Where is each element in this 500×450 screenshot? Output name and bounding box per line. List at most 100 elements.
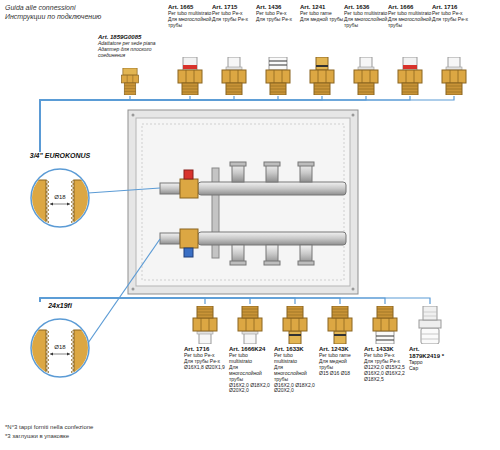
item-description: Cap: [409, 366, 451, 372]
return-manifold: [160, 233, 180, 244]
pipe-connector: [40, 96, 234, 152]
manifold-box: [136, 118, 350, 286]
fitting-illustration: [266, 57, 290, 95]
supply-manifold: [160, 183, 180, 194]
fitting-item: Art. 1665Per tubo multistratoДля многосл…: [168, 4, 212, 96]
thread-section: [30, 180, 90, 226]
return-manifold: [232, 245, 244, 263]
item-description: Адаптер для плоского соединения: [98, 47, 162, 59]
fitting-illustration: [328, 306, 352, 344]
item-description: Для многослойной трубы: [388, 17, 432, 29]
fitting-illustration: [419, 306, 441, 344]
supply-manifold: [230, 162, 246, 166]
return-manifold: [198, 232, 346, 245]
article-code: Art. 1243K: [319, 346, 361, 353]
thread-teeth: [71, 180, 74, 226]
leader-line: [88, 188, 160, 343]
fitting-illustration: [283, 306, 307, 344]
fitting-illustration: [283, 306, 307, 344]
item-description: Per tubo multistrato: [229, 353, 271, 365]
fitting-illustration: [310, 57, 334, 95]
pipe-connector: [40, 96, 410, 152]
supply-manifold: [184, 170, 193, 179]
fitting-item: Art. 1433KPer tubo Pe-xДля трубы Pe-xØ12…: [364, 304, 406, 448]
pipe-connector: [40, 96, 454, 152]
manifold-box: [132, 114, 135, 117]
item-description: Ø12X2,0 Ø15X2,5 Ø16X2,0 Ø16X2,2 Ø18X2,5: [364, 365, 406, 383]
pipe-connector: [40, 298, 340, 304]
thread-teeth: [46, 180, 49, 226]
return-manifold: [230, 261, 246, 265]
fitting-item: Art. 1879K2419 *TappoCap: [409, 304, 451, 448]
thread-teeth: [46, 330, 49, 376]
manifold-box: [352, 288, 355, 291]
article-code: Art. 1716: [432, 4, 476, 11]
item-description: Ø15 Ø16 Ø18: [319, 371, 361, 377]
item-description: Ø16X2,0 Ø18X2,0 Ø20X2,0: [274, 383, 316, 395]
manifold-box: [128, 110, 358, 294]
return-manifold: [300, 245, 312, 263]
dimension-text: Ø18: [22, 344, 98, 351]
callout-circle: [22, 302, 98, 382]
item-description: Для многослойной трубы: [274, 365, 316, 383]
article-code: Art. 1859G0085: [98, 34, 162, 41]
leader-line: [88, 188, 160, 193]
manifold-box: [132, 288, 135, 291]
item-description: Ø16X1,8 Ø20X1,9: [184, 365, 226, 371]
fitting-illustration: [222, 57, 246, 95]
fitting-item: Art. 1716Per tubo Pe-xДля трубы Pe-x: [432, 4, 476, 96]
item-description: Per tubo multistrato: [274, 353, 316, 365]
fitting-item: Art. 1716Per tubo Pe-xДля трубы Pe-xØ16X…: [184, 304, 226, 448]
dimension-line: [50, 204, 70, 205]
subtitle-text: Инструкции по подключению: [5, 13, 101, 21]
connection-type: 24x19fi: [22, 302, 98, 310]
return-manifold: [264, 261, 280, 265]
item-description: Для медной трубы: [319, 359, 361, 371]
thread-teeth: [71, 330, 74, 376]
footnote-text: *N°3 tappi forniti nella confezione: [5, 424, 93, 431]
pipe-connector: [40, 96, 130, 152]
fitting-illustration: [238, 306, 262, 344]
fitting-illustration: [193, 306, 217, 344]
fitting-illustration: [373, 306, 397, 344]
pipe-connector: [40, 298, 430, 304]
diagram-title: Guida alle connessioni: [5, 4, 75, 12]
article-code: Art. 1241: [300, 4, 344, 11]
dimension-arrow: [50, 353, 70, 356]
item-description: Для многослойной трубы: [229, 365, 271, 383]
item-description: Для трубы Pe-x: [212, 17, 256, 23]
adapter-item: Art. 1859G0085Adattatore per sede pianaА…: [98, 34, 162, 96]
fitting-illustration: [238, 306, 262, 344]
fitting-item: Art. 1666Per tubo multistratoДля многосл…: [388, 4, 432, 96]
fitting-item: Art. 1666K24Per tubo multistratoДля мног…: [229, 304, 271, 448]
supply-manifold: [180, 179, 198, 198]
supply-manifold: [198, 182, 346, 195]
pipe-connector: [40, 298, 385, 304]
item-description: Для трубы Pe-x: [432, 17, 476, 23]
article-code: Art. 1715: [212, 4, 256, 11]
fitting-item: Art. 1633KPer tubo multistratoДля многос…: [274, 304, 316, 448]
return-manifold: [266, 245, 278, 263]
article-code: Art. 1666K24: [229, 346, 271, 353]
fitting-illustration: [398, 57, 422, 95]
fitting-illustration: [328, 306, 352, 344]
fitting-illustration: [121, 68, 138, 95]
article-code: Art. 1433K: [364, 346, 406, 353]
fitting-illustration: [354, 57, 378, 95]
footnote-text: *3 заглушки в упаковке: [5, 433, 69, 440]
return-manifold: [298, 261, 314, 265]
article-code: Art. 1436: [256, 4, 300, 11]
article-code: Art. 1665: [168, 4, 212, 11]
return-manifold: [180, 229, 198, 248]
item-description: Ø16X2,0 Ø18X2,0 Ø20X2,0: [229, 383, 271, 395]
dimension-line: [50, 354, 70, 355]
fitting-illustration: [442, 57, 466, 95]
pipe-connector: [40, 96, 322, 152]
fitting-illustration: [419, 306, 441, 344]
pipe-connector: [40, 96, 190, 152]
supply-manifold: [266, 164, 278, 182]
fitting-illustration: [178, 57, 202, 95]
thread-section: [30, 330, 90, 376]
fitting-item: Art. 1436Per tubo Pe-xДля трубы Pe-x: [256, 4, 300, 96]
